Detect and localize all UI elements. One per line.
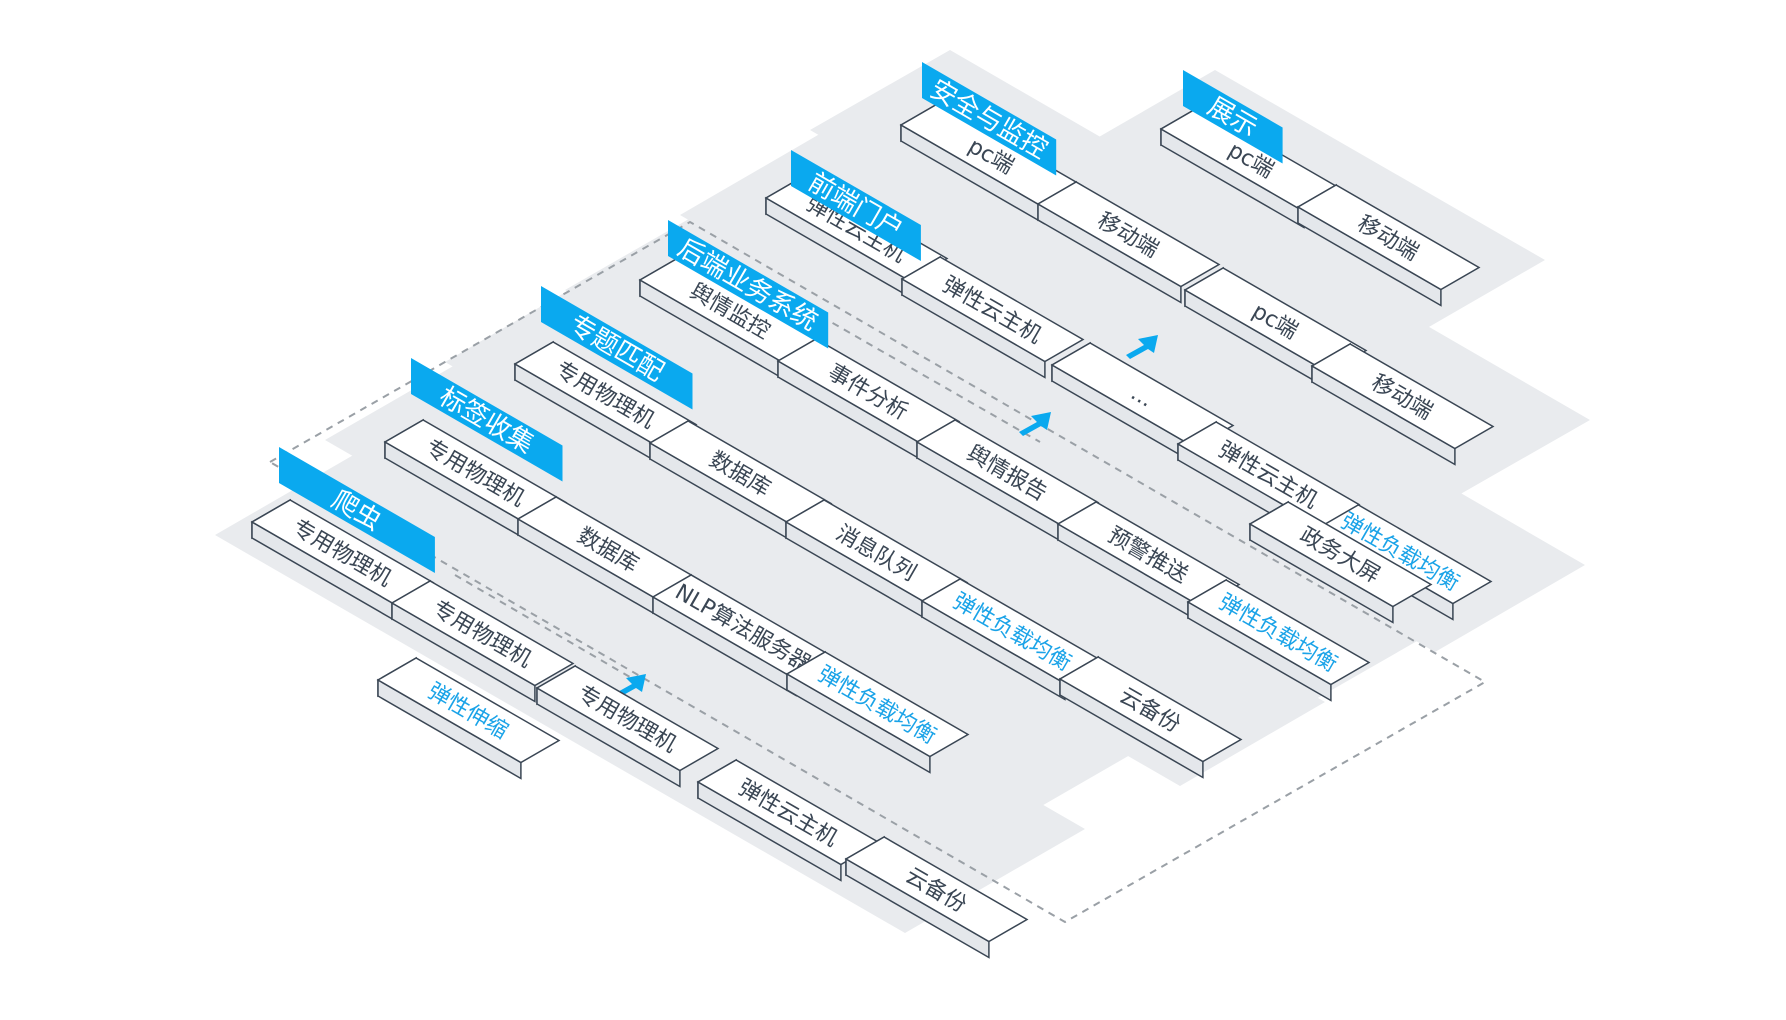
flow-arrow-icon [1126,335,1158,359]
service-box: 弹性伸缩 [376,656,561,780]
dashed-connector [454,574,636,681]
service-box: pc端 [1183,266,1368,390]
service-box: 数据库 [648,419,833,543]
service-box: pc端 [1159,105,1344,229]
tier-platform [445,278,1325,786]
service-box: 数据库 [516,495,701,619]
service-box: pc端 [899,101,1084,225]
service-box: 移动端 [1310,342,1495,466]
flow-arrow-icon [614,674,646,698]
service-box: 专用物理机 [513,340,698,464]
service-box: 移动端 [1296,183,1481,307]
dashed-connector [809,309,1041,443]
service-box: 云备份 [844,835,1029,959]
service-box: 移动端 [1036,180,1221,304]
service-box: 云备份 [1058,655,1243,779]
flow-arrow-icon [1019,412,1051,436]
service-box: ... [1050,341,1235,465]
